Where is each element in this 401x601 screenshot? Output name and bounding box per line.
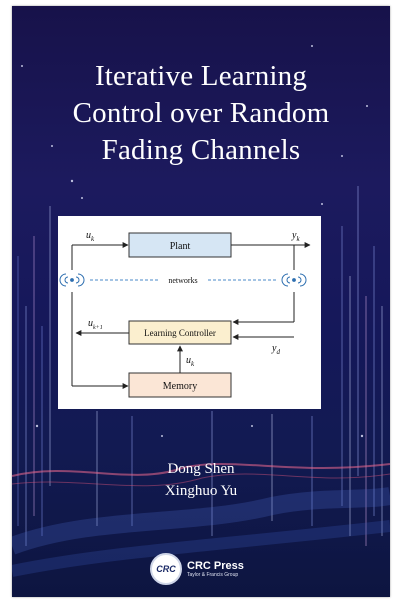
memory-label: Memory — [163, 381, 197, 392]
block-diagram-svg: Plant uk yk — [59, 230, 311, 398]
networks-label: networks — [168, 276, 197, 285]
plant-label: Plant — [170, 241, 191, 252]
memory-box — [128, 372, 232, 398]
publisher-subtitle: Taylor & Francis Group — [187, 571, 239, 578]
block-diagram: Plant uk yk — [58, 216, 321, 409]
title-line-3: Fading Channels — [101, 134, 301, 166]
publisher-logo-block: CRC CRC Press Taylor & Francis Group — [150, 552, 244, 586]
y-k-label: yk — [291, 230, 300, 243]
background-light-streaks — [12, 45, 390, 577]
u-k-top-label: uk — [86, 230, 95, 243]
plant-box — [128, 232, 232, 258]
title-line-1: Iterative Learning — [94, 60, 308, 92]
right-wireless-icon — [281, 273, 307, 287]
controller-label: Learning Controller — [144, 328, 216, 338]
book-cover: Iterative Learning Control over Random F… — [12, 6, 390, 597]
crc-press-logo-icon: CRC — [150, 553, 182, 585]
publisher-text: CRC Press Taylor & Francis Group — [187, 560, 244, 579]
title-line-2: Control over Random — [72, 97, 330, 129]
u-k-mid-label: uk — [186, 355, 195, 368]
author-1: Dong Shen — [167, 461, 235, 477]
author-2: Xinghuo Yu — [164, 483, 238, 499]
u-k1-label: uk+1 — [88, 318, 103, 331]
book-title: Iterative Learning Control over Random F… — [12, 58, 390, 169]
publisher-name: CRC Press — [187, 559, 244, 572]
authors: Dong Shen Xinghuo Yu — [12, 458, 390, 502]
y-d-label: yd — [271, 343, 280, 356]
left-wireless-icon — [59, 273, 85, 287]
